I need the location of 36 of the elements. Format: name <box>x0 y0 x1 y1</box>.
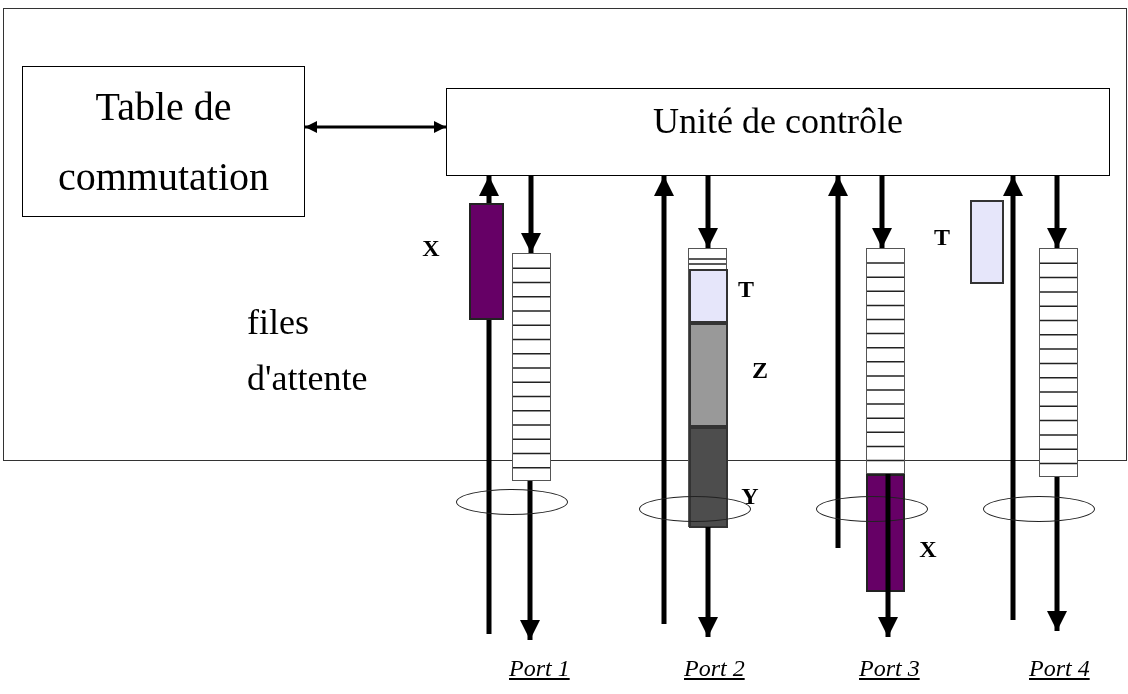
queue-bar <box>866 248 905 474</box>
queue-bar <box>688 248 727 527</box>
packet-label: Y <box>741 484 759 508</box>
arrow <box>521 176 541 253</box>
process-box <box>22 66 305 217</box>
arrow <box>1047 176 1067 248</box>
arrow <box>872 176 892 248</box>
arrow <box>1003 176 1023 620</box>
packet-block <box>689 269 728 323</box>
packet-label: X <box>919 537 937 561</box>
arrow <box>305 121 446 133</box>
port-label: Port 2 <box>684 654 745 683</box>
arrow <box>878 474 898 637</box>
packet-label: X <box>422 236 440 260</box>
process-box <box>446 88 1110 176</box>
packet-label: T <box>738 277 754 301</box>
packet-block <box>689 427 728 528</box>
port-label: Port 3 <box>859 654 920 683</box>
box-label: Table de commutation <box>56 82 271 201</box>
arrow <box>828 176 848 548</box>
queue-bar <box>1039 248 1078 477</box>
queue-bar <box>512 253 551 481</box>
packet-label: Z <box>752 358 768 382</box>
arrow <box>698 527 718 637</box>
arrow <box>520 481 540 640</box>
box-label: Unité de contrôle <box>653 100 903 143</box>
port-label: Port 4 <box>1029 654 1090 683</box>
packet-block <box>469 203 504 320</box>
arrow <box>698 176 718 248</box>
port-label: Port 1 <box>509 654 570 683</box>
arrow <box>654 176 674 624</box>
packet-block <box>970 200 1004 284</box>
arrow <box>1047 477 1067 631</box>
queue-caption: files d'attente <box>247 301 369 400</box>
packet-label: T <box>934 225 950 249</box>
packet-block <box>689 323 728 427</box>
